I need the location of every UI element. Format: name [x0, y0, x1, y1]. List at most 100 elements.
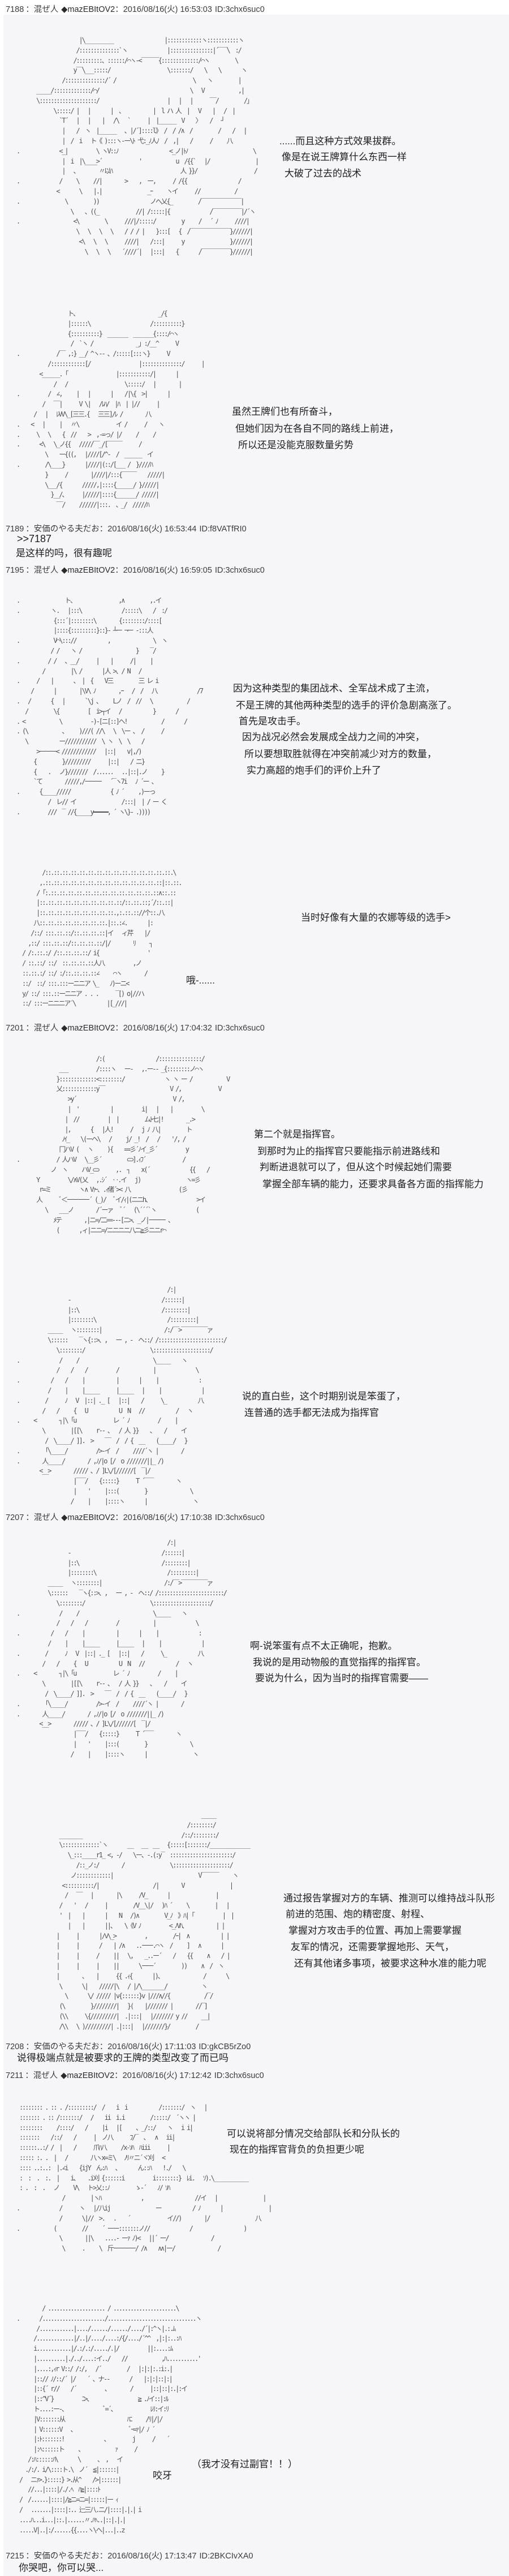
sound-effect-text: 咬牙 [153, 2470, 172, 2481]
poster-trip: ◆mazEBItOV2 [61, 1513, 115, 1522]
post-datetime: 2016/08/16(火) 17:12:42 [122, 2071, 212, 2080]
poster-id[interactable]: ID:3chx6suc0 [214, 566, 265, 575]
reply-anchor-link[interactable]: >>7187 [17, 533, 52, 544]
dialogue-line: 我说的是用动物般的直觉指挥的指挥官。 [253, 1657, 426, 1668]
poster-id[interactable]: ID:gkCB5rZo0 [199, 2042, 251, 2051]
ascii-art: / .................... / ...............… [16, 2304, 202, 2534]
post-number[interactable]: 7215 [6, 2552, 24, 2561]
thread-body-background [3, 15, 509, 2576]
ascii-art: ト、 _/{ |::::::\ /::::::::::} {::::::::::… [16, 310, 205, 509]
poster-name: 安価のやる夫だお [33, 2552, 100, 2561]
header-separator: ： [25, 2071, 33, 2080]
poster-name: 混ぜ人 [33, 1513, 59, 1522]
post-header: 7188：混ぜ人◆mazEBItOV2：2016/08/16(火) 16:53:… [6, 5, 265, 14]
dialogue-line: 要说为什么，因为当时的指挥官需要—— [255, 1673, 428, 1684]
ascii-art: |\__________ |::::::::::::ヽ:::::::::::ヽ … [16, 36, 259, 256]
post-number[interactable]: 7188 [6, 5, 24, 14]
poster-id[interactable]: ID:3chx6suc0 [214, 1513, 265, 1522]
post-datetime: 2016/08/16(火) 17:11:03 [107, 2042, 196, 2051]
post-datetime: 2016/08/16(火) 17:04:32 [123, 1024, 212, 1033]
poster-name: 混ぜ人 [33, 1024, 59, 1033]
poster-name: 混ぜ人 [33, 5, 59, 14]
dialogue-line: 像是在说王牌算什么东西一样 [282, 152, 407, 162]
ascii-art: /:( /:::::::::::::::/ ___ /::::ヽ ー- ,.ー-… [16, 1055, 230, 1234]
dialogue-line: 大破了过去的战术 [284, 168, 361, 179]
post-datetime: 2016/08/16(火) 16:59:05 [123, 566, 212, 575]
post-body-text: 你哭吧，你可以哭... [19, 2562, 104, 2573]
dialogue-line: （我才没有过副官！！） [192, 2459, 297, 2470]
header-separator: ： [99, 525, 108, 534]
header-separator: ： [25, 5, 34, 14]
poster-id[interactable]: ID:3chx6suc0 [214, 2071, 264, 2080]
post-body-text: 是这样的吗，很有趣呢 [16, 548, 112, 559]
dialogue-line: 哦-...... [186, 975, 215, 986]
dialogue-line: 因为这种类型的集团战术、全军战术成了主流， [233, 683, 435, 694]
header-separator: ： [115, 1024, 123, 1033]
post-header: 7211：混ぜ人◆mazEBItOV2：2016/08/16(火) 17:12:… [6, 2071, 264, 2080]
dialogue-line: 到那时为止的指挥官只要能指示前进路线和 [257, 1146, 440, 1157]
header-separator: ： [25, 1513, 34, 1522]
poster-name: 安価のやる夫だお [33, 2042, 100, 2051]
dialogue-line: 虽然王牌们也有所奋斗， [232, 406, 338, 417]
post-number[interactable]: 7211 [6, 2071, 24, 2080]
post-datetime: 2016/08/16(火) 17:13:47 [107, 2552, 197, 2561]
poster-id[interactable]: ID:3chx6suc0 [214, 5, 265, 14]
post-datetime: 2016/08/16(火) 17:10:38 [123, 1513, 212, 1522]
header-separator: ： [99, 2042, 108, 2051]
post-datetime: 2016/08/16(火) 16:53:03 [123, 5, 212, 14]
header-separator: ： [25, 566, 34, 575]
header-separator: ： [115, 5, 123, 14]
header-separator: ： [25, 1024, 34, 1033]
header-separator: ： [114, 2071, 123, 2080]
ascii-art: :::::::: . :: . /:::::::::/ / i i /:::::… [16, 2103, 272, 2253]
post-header: 7195：混ぜ人◆mazEBItOV2：2016/08/16(火) 16:59:… [6, 566, 265, 575]
post-header: 7201：混ぜ人◆mazEBItOV2：2016/08/16(火) 17:04:… [6, 1024, 265, 1033]
header-separator: ： [25, 525, 34, 534]
post-number[interactable]: 7207 [6, 1513, 24, 1522]
dialogue-line: 连普通的选手都无法成为指挥官 [244, 1407, 379, 1418]
poster-name: 混ぜ人 [33, 2071, 58, 2080]
post-body-text: 说得极端点就是被要求的王牌的类型改变了而已吗 [17, 2053, 228, 2063]
poster-trip: ◆mazEBItOV2 [61, 2071, 115, 2080]
header-separator: ： [99, 2552, 108, 2561]
post-number[interactable]: 7208 [6, 2042, 24, 2051]
reply-anchor-wrap: >>7187 [17, 533, 51, 545]
ascii-art: . ト、 ,∧ ,.イ . ヽ. |:::\ /:::::\ / :/ {:::… [16, 596, 204, 816]
dialogue-line: 第二个就是指挥官。 [254, 1129, 340, 1140]
post-datetime: 2016/08/16(火) 16:53:44 [107, 525, 197, 534]
dialogue-line: 不是王牌的其他两种类型的选手的评价急剧高涨了。 [236, 700, 457, 711]
post-number[interactable]: 7201 [6, 1024, 24, 1033]
poster-id[interactable]: ID:f8VATfRI0 [199, 525, 247, 534]
dialogue-line: 通过报告掌握对方的车辆、推测可以维持战斗队形 [283, 1893, 495, 1904]
dialogue-line: 说的直白些，这个时期别说是笨蛋了， [242, 1391, 406, 1402]
dialogue-line: 实力高超的炮手们的评价上升了 [247, 765, 381, 776]
poster-id[interactable]: ID:2BKCIvXA0 [199, 2552, 253, 2561]
dialogue-line: 友军的情况，还需要掌握地形、天气， [291, 1942, 454, 1952]
dialogue-line: 首先是攻击手。 [239, 716, 306, 727]
dialogue-line: 掌握全部车辆的能力，还要求具备各方面的指挥能力 [262, 1179, 484, 1190]
poster-trip: ◆mazEBItOV2 [61, 5, 115, 14]
post-number[interactable]: 7195 [6, 566, 24, 575]
dialogue-line: 所以还是没能克服数量劣势 [238, 440, 353, 450]
dialogue-line: 因为战况必然会发展成全战力之间的冲突， [242, 732, 425, 742]
post-header: 7207：混ぜ人◆mazEBItOV2：2016/08/16(火) 17:10:… [6, 1513, 265, 1522]
poster-trip: ◆mazEBItOV2 [61, 566, 115, 575]
ascii-art: /:| - /::::::| |::\ /::::::::| |::::::::… [16, 1286, 227, 1505]
poster-id[interactable]: ID:3chx6suc0 [214, 1024, 265, 1033]
poster-name: 混ぜ人 [33, 566, 59, 575]
dialogue-line: 啊-说笨蛋有点不太正确呢，抱歉。 [250, 1641, 398, 1651]
dialogue-line: 但她们因为在各自不同的路线上前进， [235, 423, 399, 434]
header-separator: ： [25, 2042, 34, 2051]
dialogue-line: 前进的范围、炮的精密度、射程、 [286, 1909, 430, 1920]
post-number[interactable]: 7189 [6, 525, 24, 534]
poster-name: 安価のやる夫だお [33, 525, 100, 534]
poster-trip: ◆mazEBItOV2 [61, 1024, 115, 1033]
dialogue-line: 现在的指挥官背负的负担更少呢 [230, 2144, 364, 2155]
ascii-art: /:| - /::::::| |::\ /::::::::| |::::::::… [16, 1539, 227, 1758]
ascii-art: _____ /::::::::/ ________ /::/::::::::/ … [56, 1811, 251, 2030]
dialogue-line: 可以说将部分情况交给部队长和分队长的 [227, 2128, 400, 2139]
